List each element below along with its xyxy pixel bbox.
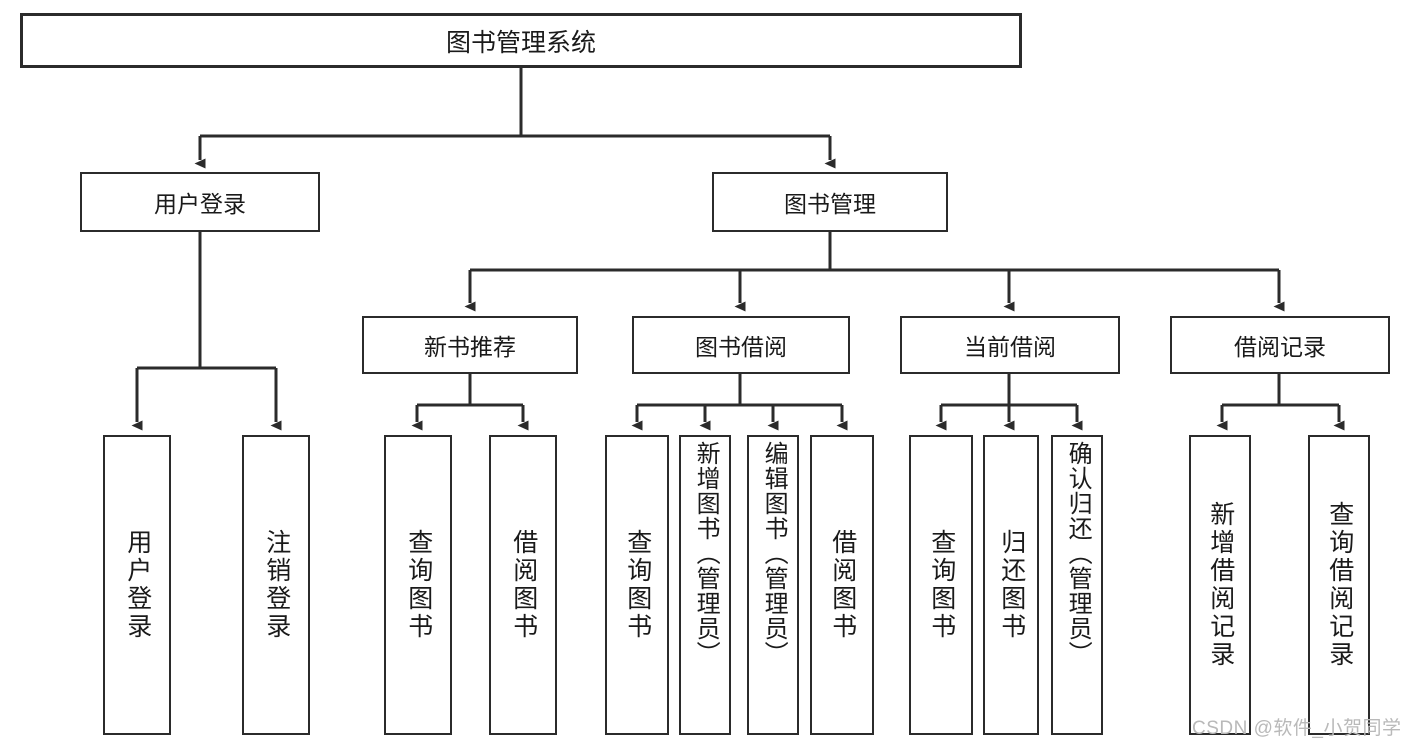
leaf-query-borrow-record[interactable]: 查询借阅记录 [1308, 435, 1370, 735]
node-label: 用户登录 [154, 191, 246, 217]
node-label: 用户登录 [123, 529, 152, 641]
node-label: 新书推荐 [424, 334, 516, 360]
node-label: 借阅记录 [1234, 334, 1326, 360]
node-label: 编辑图书（管理员） [760, 441, 788, 666]
node-label: 图书借阅 [695, 334, 787, 360]
leaf-query-book-current[interactable]: 查询图书 [909, 435, 973, 735]
node-label: 查询借阅记录 [1325, 501, 1354, 669]
node-label: 图书管理 [784, 191, 876, 217]
node-label: 图书管理系统 [445, 28, 596, 57]
node-label: 新增借阅记录 [1206, 501, 1235, 669]
node-label: 查询图书 [404, 529, 433, 641]
node-book-management[interactable]: 图书管理 [712, 172, 948, 232]
node-book-borrow[interactable]: 图书借阅 [632, 316, 850, 374]
leaf-add-borrow-record[interactable]: 新增借阅记录 [1189, 435, 1251, 735]
node-user-login[interactable]: 用户登录 [80, 172, 320, 232]
node-label: 借阅图书 [828, 529, 857, 641]
node-borrow-records[interactable]: 借阅记录 [1170, 316, 1390, 374]
node-label: 注销登录 [262, 529, 291, 641]
leaf-logout[interactable]: 注销登录 [242, 435, 310, 735]
leaf-borrow-book-recommend[interactable]: 借阅图书 [489, 435, 557, 735]
leaf-return-book[interactable]: 归还图书 [983, 435, 1039, 735]
node-label: 归还图书 [997, 529, 1026, 641]
node-label: 查询图书 [927, 529, 956, 641]
node-label: 确认归还（管理员） [1064, 441, 1092, 666]
leaf-confirm-return-admin[interactable]: 确认归还（管理员） [1051, 435, 1103, 735]
leaf-edit-book-admin[interactable]: 编辑图书（管理员） [747, 435, 799, 735]
node-label: 查询图书 [623, 529, 652, 641]
node-root-system[interactable]: 图书管理系统 [20, 13, 1022, 68]
node-label: 借阅图书 [509, 529, 538, 641]
node-current-borrow[interactable]: 当前借阅 [900, 316, 1120, 374]
node-new-book-recommend[interactable]: 新书推荐 [362, 316, 578, 374]
leaf-borrow-book[interactable]: 借阅图书 [810, 435, 874, 735]
csdn-watermark: CSDN @软件_小贺同学 [1192, 718, 1402, 739]
leaf-add-book-admin[interactable]: 新增图书（管理员） [679, 435, 731, 735]
node-label: 新增图书（管理员） [692, 441, 720, 666]
node-label: 当前借阅 [964, 334, 1056, 360]
leaf-query-book-recommend[interactable]: 查询图书 [384, 435, 452, 735]
leaf-user-login[interactable]: 用户登录 [103, 435, 171, 735]
leaf-query-book-borrow[interactable]: 查询图书 [605, 435, 669, 735]
